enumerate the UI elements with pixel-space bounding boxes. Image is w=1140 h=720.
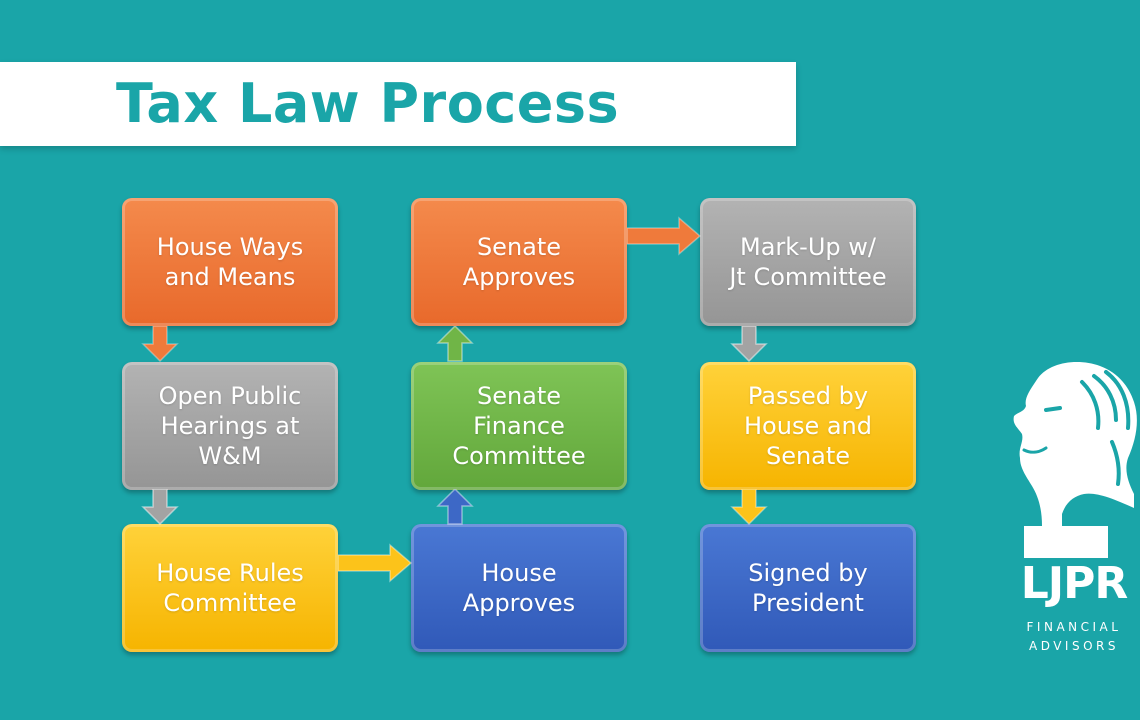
arrow-down-icon (141, 326, 179, 362)
title-banner: Tax Law Process (0, 62, 796, 146)
step-signed-by-president: Signed by President (700, 524, 916, 652)
step-label: Mark-Up w/ Jt Committee (729, 233, 887, 291)
step-label: Passed by House and Senate (744, 382, 872, 470)
step-label: Senate Approves (462, 233, 576, 291)
logo-subtitle-advisors: ADVISORS (1028, 639, 1119, 653)
step-passed-by-house-and-senate: Passed by House and Senate (700, 362, 916, 490)
step-label: Open Public Hearings at W&M (158, 382, 302, 470)
step-house-ways-and-means: House Ways and Means (122, 198, 338, 326)
step-mark-up-jt-committee: Mark-Up w/ Jt Committee (700, 198, 916, 326)
step-label: House Rules Committee (156, 559, 304, 617)
step-label: House Ways and Means (156, 233, 304, 291)
arrow-right-icon (338, 543, 412, 583)
ljpr-logo: LJPR FINANCIAL ADVISORS (1008, 358, 1140, 658)
arrow-down-icon (730, 326, 768, 362)
step-house-approves: House Approves (411, 524, 627, 652)
arrow-up-icon (436, 326, 474, 362)
step-label: House Approves (462, 559, 576, 617)
arrow-right-icon (627, 216, 701, 256)
step-house-rules-committee: House Rules Committee (122, 524, 338, 652)
step-senate-approves: Senate Approves (411, 198, 627, 326)
arrow-up-icon (436, 489, 474, 525)
arrow-down-icon (141, 489, 179, 525)
step-senate-finance-committee: Senate Finance Committee (411, 362, 627, 490)
lion-icon (1013, 362, 1137, 558)
page-title: Tax Law Process (116, 72, 620, 135)
arrow-down-icon (730, 489, 768, 525)
step-label: Signed by President (748, 559, 868, 617)
logo-subtitle-financial: FINANCIAL (1026, 620, 1122, 634)
step-open-public-hearings: Open Public Hearings at W&M (122, 362, 338, 490)
step-label: Senate Finance Committee (452, 382, 586, 470)
logo-wordmark: LJPR (1020, 558, 1129, 609)
